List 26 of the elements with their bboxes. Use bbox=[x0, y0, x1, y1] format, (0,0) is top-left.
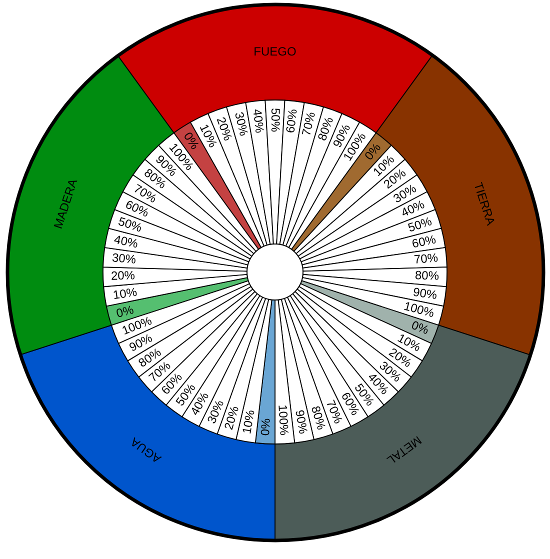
percent-label: 80% bbox=[414, 269, 440, 284]
percent-label: 100% bbox=[402, 300, 436, 320]
percent-label: 70% bbox=[414, 251, 439, 266]
percent-label: 20% bbox=[110, 269, 136, 284]
percent-label: 0% bbox=[114, 303, 135, 320]
percent-label: 30% bbox=[232, 110, 250, 138]
percent-label: 100% bbox=[276, 404, 291, 436]
percent-label: 20% bbox=[222, 404, 242, 432]
percent-label: 60% bbox=[410, 233, 438, 251]
element-name: TIERRA bbox=[471, 181, 498, 227]
percent-label: 70% bbox=[300, 110, 318, 138]
percent-label: 50% bbox=[406, 215, 433, 235]
percent-label: 90% bbox=[412, 285, 438, 302]
percent-label: 50% bbox=[117, 215, 144, 235]
percent-label: 90% bbox=[292, 408, 310, 435]
percent-label: 0% bbox=[259, 418, 274, 436]
percent-label: 10% bbox=[112, 285, 138, 302]
percent-label: 60% bbox=[284, 108, 300, 134]
percent-label: 80% bbox=[308, 404, 328, 432]
percent-label: 40% bbox=[250, 108, 266, 134]
percent-label: 30% bbox=[111, 251, 136, 266]
percent-label: 0% bbox=[409, 319, 430, 338]
percent-label: 40% bbox=[112, 233, 140, 251]
element-name: FUEGO bbox=[254, 46, 296, 58]
percent-label: 50% bbox=[268, 108, 282, 132]
percent-label: 10% bbox=[240, 408, 258, 435]
